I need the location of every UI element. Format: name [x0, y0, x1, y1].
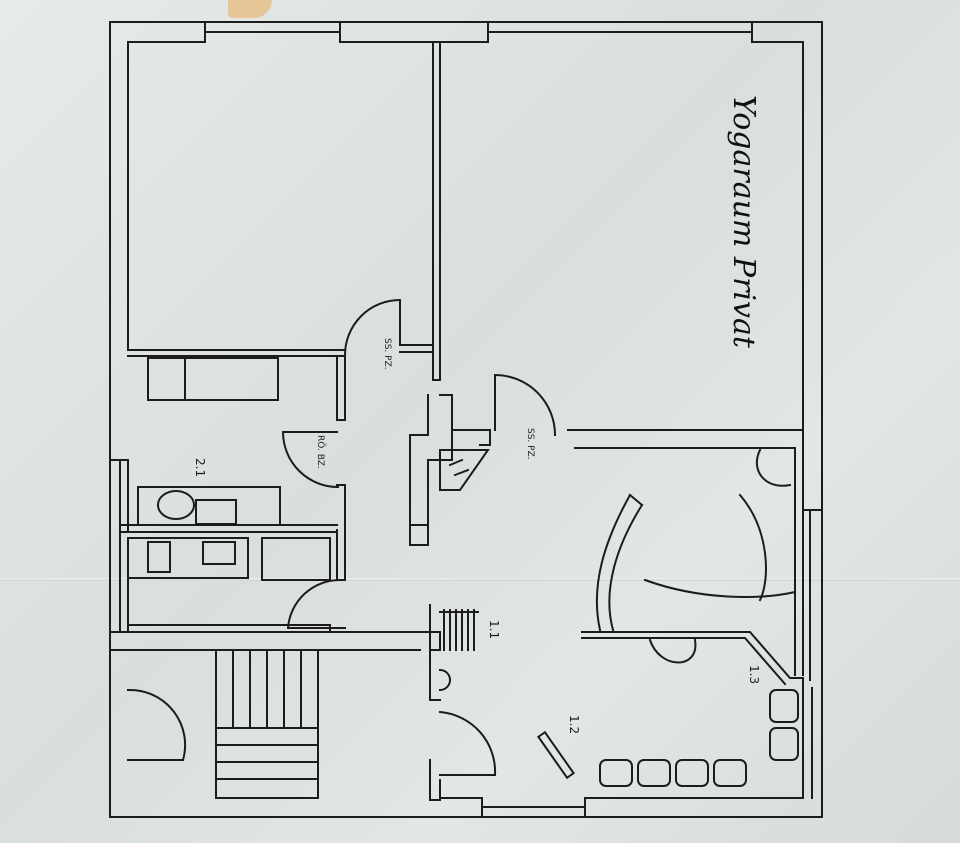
central-partition [409, 41, 491, 546]
window-left [109, 459, 129, 631]
room-label-2-1: 2.1 [193, 458, 207, 477]
room-label-1-1: 1.1 [487, 620, 501, 639]
outer-walls [109, 21, 823, 818]
room-label-1-2: 1.2 [567, 715, 581, 734]
inner-wall-left [127, 344, 434, 581]
handwritten-note: Yogaraum Privat [726, 95, 761, 349]
bathroom [119, 357, 338, 533]
kitchen [127, 537, 331, 631]
room-label-ss-pz-2: SS. PZ. [525, 428, 535, 460]
window-top-right [487, 21, 753, 43]
wardrobe [439, 609, 479, 651]
room-label-ss-pz-1: SS. PZ. [382, 338, 392, 370]
hallway-walls [109, 604, 441, 801]
window-top-left [204, 21, 341, 43]
door-swings [126, 298, 576, 780]
right-wing [574, 429, 823, 799]
staircase [215, 649, 319, 799]
curved-counter [595, 448, 797, 664]
seating-row [599, 689, 799, 787]
corner-cupboard [439, 449, 490, 491]
room-label-1-3: 1.3 [747, 665, 761, 684]
paper-fold [0, 578, 960, 581]
tape-strip [228, 0, 272, 18]
room-label-ro-bz: RÖ. BZ. [315, 435, 326, 469]
window-bottom [439, 797, 804, 818]
